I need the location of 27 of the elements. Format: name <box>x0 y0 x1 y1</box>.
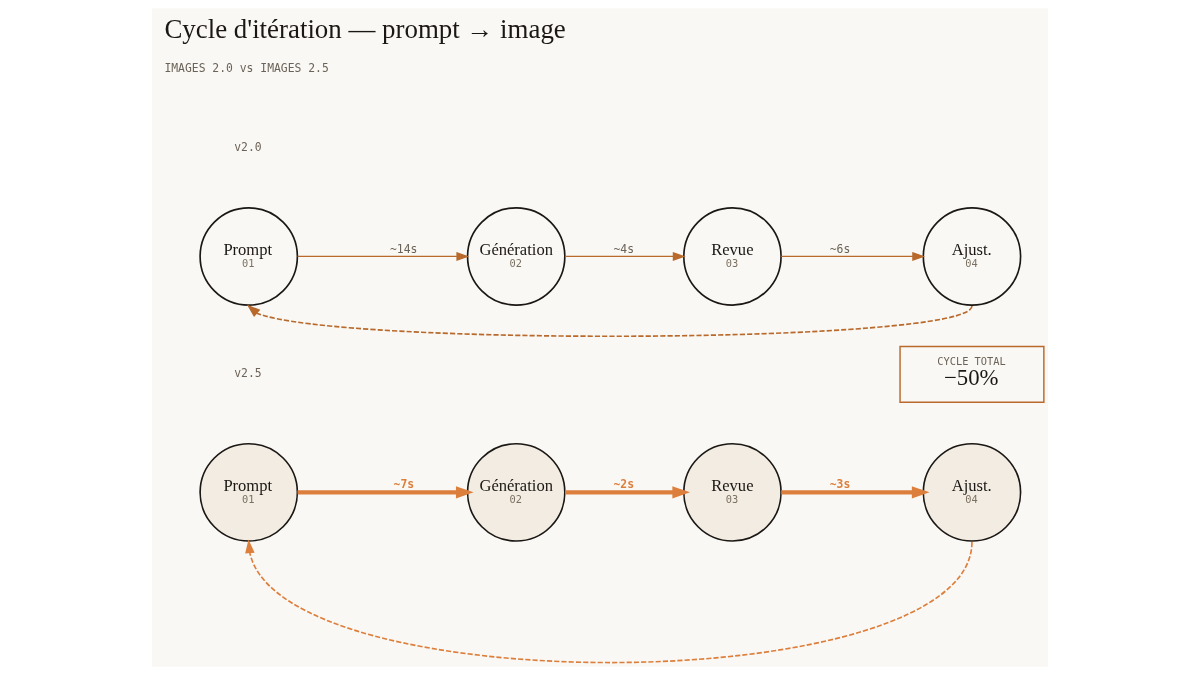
node-circle: Revue 03 <box>682 442 782 542</box>
edge-label: ~6s <box>829 242 851 257</box>
label: v2.5 <box>234 366 262 381</box>
arrow <box>297 486 474 499</box>
label: v2.0 <box>234 139 262 154</box>
edge-label: ~7s <box>393 477 415 492</box>
edge-label: ~2s <box>613 477 634 492</box>
label: IMAGES 2.0 vs IMAGES 2.5 <box>164 61 329 76</box>
edge-label: ~3s <box>829 477 851 492</box>
node-box: CYCLE TOTAL −50% <box>899 345 1045 404</box>
edge-label: ~4s <box>613 242 634 257</box>
node-circle: Prompt 01 <box>199 207 299 306</box>
arrow <box>246 304 973 337</box>
diagram-title: Cycle d'itération — prompt → image <box>164 13 566 44</box>
arrow <box>564 251 686 261</box>
arrow <box>296 251 470 261</box>
arrow <box>565 486 690 499</box>
node-circle: Ajust. 04 <box>922 442 1022 542</box>
node-circle: Prompt 01 <box>199 442 299 542</box>
arrow <box>781 486 930 499</box>
node-circle: Génération 02 <box>466 442 566 542</box>
edge-label: ~14s <box>389 242 418 257</box>
node-circle: Revue 03 <box>682 207 782 306</box>
node-circle: Ajust. 04 <box>922 207 1022 306</box>
node-circle: Génération 02 <box>466 207 566 306</box>
arrow <box>245 539 973 664</box>
arrow <box>780 251 926 261</box>
